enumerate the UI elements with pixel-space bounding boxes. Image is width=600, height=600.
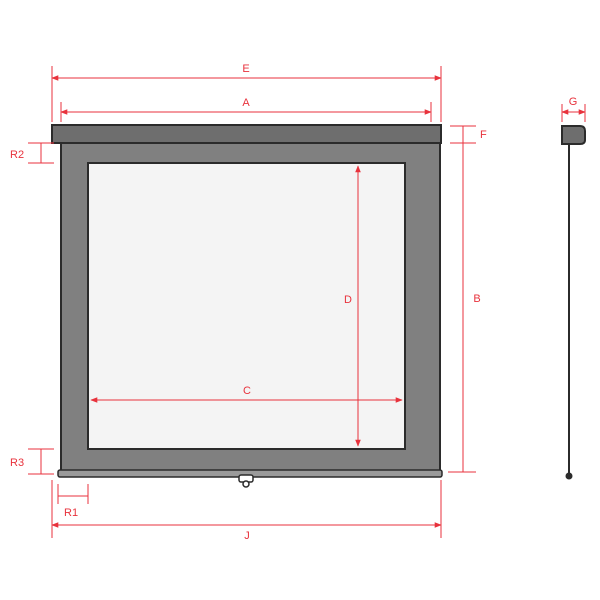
- label-A: A: [242, 97, 250, 109]
- screen-side-view: [561, 125, 586, 480]
- screen-front-view: [51, 124, 443, 488]
- label-G: G: [569, 96, 578, 108]
- label-R2: R2: [10, 149, 24, 161]
- label-R3: R3: [10, 457, 24, 469]
- label-R1: R1: [64, 507, 78, 519]
- projection-surface: [87, 162, 406, 450]
- pull-handle: [238, 474, 254, 488]
- side-bottom-weight: [565, 472, 573, 480]
- dimension-lines: [28, 66, 586, 538]
- label-D: D: [344, 294, 352, 306]
- label-E: E: [242, 63, 249, 75]
- label-J: J: [244, 530, 250, 542]
- label-B: B: [473, 293, 480, 305]
- top-housing: [51, 124, 442, 144]
- dimension-labels: E A F G R2 B D C R3 R1 J: [10, 60, 577, 542]
- label-C: C: [243, 385, 251, 397]
- label-F: F: [480, 129, 487, 141]
- side-housing: [561, 125, 586, 145]
